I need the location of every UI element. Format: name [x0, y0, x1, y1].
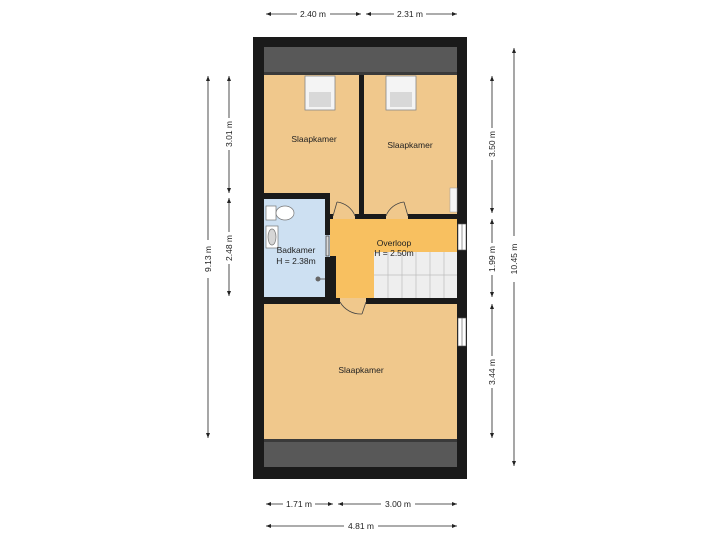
- label-bathroom: Badkamer: [277, 245, 316, 255]
- wall-top-middle: [359, 75, 364, 219]
- window-right-3: [449, 187, 458, 213]
- label-bathroom-height: H = 2.38m: [276, 256, 315, 266]
- skylight-left-icon: [304, 75, 336, 111]
- svg-text:10.45 m: 10.45 m: [509, 244, 519, 275]
- svg-text:3.00 m: 3.00 m: [385, 499, 411, 509]
- dimension-bottom-left: 1.71 m: [266, 499, 333, 509]
- stair-treads: [374, 252, 457, 298]
- roof-band-top: [264, 47, 457, 75]
- dimension-left-inner-bottom: 2.48 m: [224, 198, 234, 296]
- door-opening-top-right: [386, 214, 408, 219]
- door-swing-top-right-icon: [385, 201, 409, 217]
- dimension-bottom-total: 4.81 m: [266, 521, 457, 531]
- svg-text:3.01 m: 3.01 m: [224, 121, 234, 147]
- label-bedroom-top-right: Slaapkamer: [387, 140, 433, 150]
- dimension-top-right: 2.31 m: [366, 9, 457, 19]
- door-swing-bath-icon: [325, 235, 330, 257]
- label-bedroom-bottom: Slaapkamer: [338, 365, 384, 375]
- roof-band-bottom: [264, 439, 457, 467]
- roof-band-bottom-dark: [264, 439, 457, 442]
- svg-text:9.13 m: 9.13 m: [203, 246, 213, 272]
- door-swing-bottom-icon: [339, 301, 367, 315]
- label-landing: Overloop: [377, 238, 412, 248]
- sink-icon: [265, 225, 279, 249]
- dimension-right-inner-middle: 1.99 m: [487, 219, 497, 297]
- svg-text:2.40 m: 2.40 m: [300, 9, 326, 19]
- label-bedroom-top-left: Slaapkamer: [291, 134, 337, 144]
- skylight-right-icon: [385, 75, 417, 111]
- svg-text:3.50 m: 3.50 m: [487, 131, 497, 157]
- dimension-right-inner-top: 3.50 m: [487, 76, 497, 213]
- svg-text:2.31 m: 2.31 m: [397, 9, 423, 19]
- door-opening-bottom: [340, 298, 366, 304]
- door-opening-top-left: [333, 214, 355, 219]
- shower-drain-icon: [315, 276, 325, 282]
- room-landing: [330, 219, 457, 298]
- wall-bath-top-left: [264, 193, 330, 199]
- wall-bath-bottom: [264, 297, 330, 304]
- svg-text:4.81 m: 4.81 m: [348, 521, 374, 531]
- toilet-icon: [265, 205, 295, 221]
- dimension-bottom-right: 3.00 m: [338, 499, 457, 509]
- svg-text:3.44 m: 3.44 m: [487, 359, 497, 385]
- room-bedroom-bottom: [264, 304, 457, 439]
- svg-text:1.71 m: 1.71 m: [286, 499, 312, 509]
- dimension-right-inner-bottom: 3.44 m: [487, 304, 497, 438]
- svg-text:2.48 m: 2.48 m: [224, 235, 234, 261]
- room-bedroom-top-left-lower: [330, 193, 359, 214]
- svg-text:1.99 m: 1.99 m: [487, 246, 497, 272]
- dimension-top-left: 2.40 m: [266, 9, 361, 19]
- dimension-left-outer: 9.13 m: [203, 76, 213, 438]
- dimension-left-inner-top: 3.01 m: [224, 76, 234, 193]
- door-swing-top-left-icon: [332, 201, 356, 217]
- label-landing-height: H = 2.50m: [374, 248, 413, 258]
- roof-band-top-dark: [264, 72, 457, 75]
- wall-landing-bottom: [330, 298, 457, 304]
- dimension-right-outer: 10.45 m: [509, 48, 519, 466]
